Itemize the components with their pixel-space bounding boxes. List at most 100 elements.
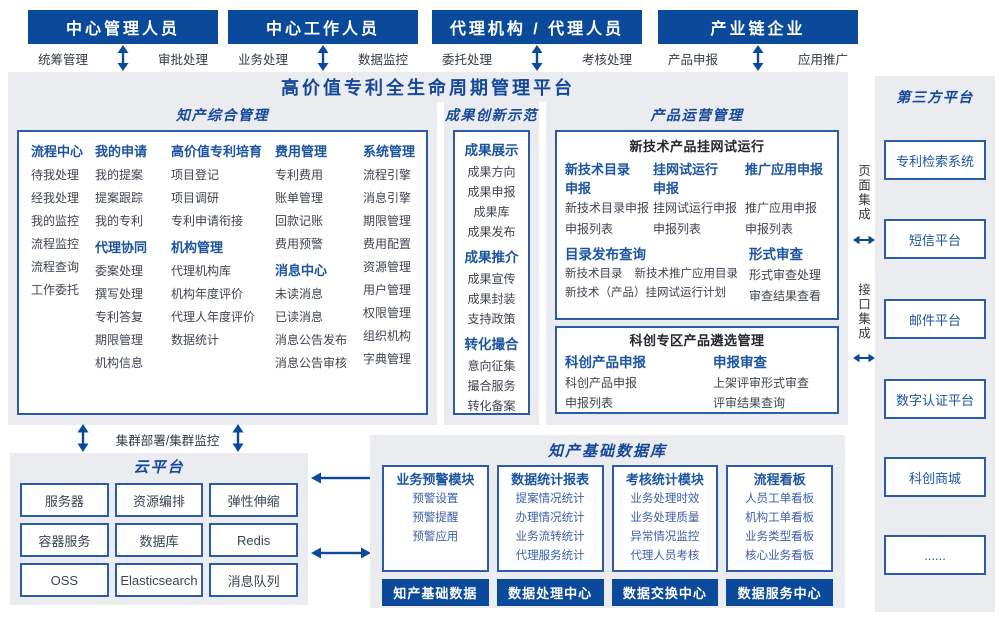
menu-entry: 成果封装 [467, 292, 516, 306]
catalog-query-group: 目录发布查询 新技术目录 新技术推广应用目录 新技术（产品）挂网试运行计划 [565, 245, 749, 307]
menu-entry: 专利申请衔接 [171, 214, 244, 228]
menu-entry: 资源管理 [363, 260, 412, 274]
third-party-box: 邮件平台 [884, 299, 986, 339]
third-party-title: 第三方平台 [896, 89, 974, 105]
menu-entry-head: 流程中心 [31, 144, 84, 159]
cluster-label: 集群部署/集群监控 [115, 434, 220, 448]
section-title: 产品运营管理 [650, 107, 744, 123]
role-header: 中心工作人员 [228, 10, 418, 44]
db-module-item: 异常情况监控 [630, 531, 700, 543]
column-head: 挂网试运行 申报 [653, 160, 745, 198]
column-items: 推广应用申报申报列表 [745, 198, 829, 240]
menu-column-my-applications: 我的申请我的提案提案跟踪我的专利代理协同委案处理撰写处理专利答复期限管理机构信息 [95, 140, 171, 413]
role-action-label: 应用推广 [797, 52, 848, 67]
double-arrow-vertical-icon [317, 45, 329, 71]
menu-entry: 项目登记 [171, 168, 220, 182]
db-module-assessment: 考核统计模块 业务处理时效业务处理质量异常情况监控代理人员考核 [611, 465, 719, 572]
menu-entry: 专利费用 [275, 168, 324, 182]
column-head: 新技术目录 申报 [565, 160, 653, 198]
menu-entry: 组织机构 [363, 329, 412, 343]
menu-entry: 成果发布 [467, 225, 516, 239]
integration-label-page: 页面集成 [856, 164, 870, 222]
double-arrow-horizontal-icon [853, 353, 875, 363]
third-party-list: 专利检索系统短信平台邮件平台数字认证平台科创商城...... [875, 107, 995, 622]
section-panel: 流程中心待我处理经我处理我的监控流程监控流程查询工作委托 我的申请我的提案提案跟… [17, 130, 428, 415]
role-action-label: 审批处理 [157, 52, 208, 67]
db-module-statistics-report: 数据统计报表 提案情况统计办理情况统计业务流转统计代理服务统计 [496, 465, 604, 572]
panel-new-tech-trial: 新技术产品挂网试运行 新技术目录 申报 新技术目录申报申报列表 挂网试运行 申报 [555, 130, 839, 320]
menu-entry: 评审结果查询 [713, 396, 786, 410]
menu-entry: 撰写处理 [95, 287, 144, 301]
db-module-item: 业务处理时效 [630, 493, 700, 505]
selection-columns: 科创产品申报 科创产品申报申报列表 申报审查 上架评审形式审查评审结果查询 [565, 353, 829, 413]
db-module-head: 流程看板 [753, 472, 806, 487]
third-party-panel: 第三方平台 专利检索系统短信平台邮件平台数字认证平台科创商城...... [875, 76, 995, 612]
db-module-item: 办理情况统计 [515, 512, 585, 524]
db-module-head: 考核统计模块 [625, 472, 704, 487]
menu-entry: 成果库 [473, 205, 510, 219]
role-action-label: 考核处理 [581, 52, 632, 67]
menu-entry: 我的提案 [95, 168, 144, 182]
role-group-center-staff: 中心工作人员 业务处理 数据监控 [228, 10, 418, 72]
double-arrow-vertical-icon [77, 424, 89, 452]
db-module-head: 业务预警模块 [396, 472, 475, 487]
column-sci-product-declare: 科创产品申报 科创产品申报申报列表 [565, 353, 713, 413]
role-header: 产业链企业 [658, 10, 858, 44]
cloud-cell: Redis [209, 523, 298, 557]
db-modules: 业务预警模块 预警设置预警提醒预警应用 数据统计报表 提案情况统计办理情况统计业… [370, 464, 845, 572]
menu-entry: 用户管理 [363, 283, 412, 297]
cloud-cell: 数据库 [114, 523, 204, 557]
menu-entry: 我的专利 [95, 214, 144, 228]
menu-entry: 费用配置 [363, 237, 412, 251]
column-items: 上架评审形式审查评审结果查询 [713, 373, 829, 413]
menu-entry-head: 费用管理 [275, 144, 328, 159]
menu-entry: 经我处理 [31, 191, 80, 205]
column-head: 推广应用申报 [745, 160, 829, 198]
db-bar: 数据服务中心 [726, 579, 833, 606]
integration-label-api: 接口集成 [856, 283, 870, 341]
menu-entry: 回款记账 [275, 214, 324, 228]
double-arrow-vertical-icon [117, 45, 129, 71]
menu-entry-head: 高价值专利培育 [171, 144, 263, 159]
db-module-item: 提案情况统计 [515, 493, 585, 505]
cloud-cell: 消息队列 [209, 563, 298, 597]
db-module-item: 预警应用 [412, 531, 459, 543]
menu-column-fee-management: 费用管理专利费用账单管理回款记账费用预警消息中心未读消息已读消息消息公告发布消息… [275, 140, 363, 413]
double-arrow-vertical-icon [752, 45, 764, 71]
db-module-warning: 业务预警模块 预警设置预警提醒预警应用 [382, 465, 489, 572]
db-bars: 知产基础数据数据处理中心数据交换中心数据服务中心 [370, 572, 845, 606]
db-module-items: 预警设置预警提醒预警应用 [384, 490, 487, 547]
menu-column-system-management: 系统管理流程引擎消息引擎期限管理费用配置资源管理用户管理权限管理组织机构字典管理 [363, 140, 424, 413]
cloud-cell: 容器服务 [20, 523, 109, 557]
menu-entry: 账单管理 [275, 191, 324, 205]
db-module-item: 业务处理质量 [630, 512, 700, 524]
column-items: 新技术目录申报申报列表 [565, 198, 653, 240]
menu-entry: 形式审查处理 [749, 268, 822, 282]
menu-entry: 已读消息 [275, 310, 324, 324]
column-promotion-application: 推广应用申报 推广应用申报申报列表 [745, 160, 829, 240]
role-action-label: 数据监控 [357, 52, 408, 67]
menu-entry: 机构年度评价 [171, 287, 244, 301]
column-head: 申报审查 [713, 355, 767, 370]
third-party-box: 短信平台 [884, 219, 986, 259]
menu-entry-head: 成果推介 [464, 250, 519, 265]
db-module-item: 预警提醒 [412, 512, 459, 524]
menu-entry: 推广应用申报 [745, 201, 818, 215]
role-action-label: 产品申报 [668, 52, 719, 67]
menu-entry-head: 代理协同 [95, 240, 148, 255]
menu-entry: 期限管理 [95, 333, 144, 347]
role-action-label: 业务处理 [238, 52, 289, 67]
menu-entry-head: 转化撮合 [464, 337, 519, 352]
section-ip-comprehensive-management: 知产综合管理 流程中心待我处理经我处理我的监控流程监控流程查询工作委托 我的申请… [8, 102, 437, 425]
cloud-platform-title: 云平台 [133, 459, 185, 476]
column-head-line: 新技术目录 [565, 162, 631, 177]
menu-entry: 消息引擎 [363, 191, 412, 205]
column-head-line: 推广应用申报 [745, 162, 824, 177]
menu-entry: 流程监控 [31, 237, 80, 251]
menu-entry: 审查结果查看 [749, 289, 822, 303]
menu-entry: 期限管理 [363, 214, 412, 228]
db-bar: 数据交换中心 [611, 579, 719, 606]
column-items: 科创产品申报申报列表 [565, 373, 713, 413]
menu-entry: 转化备案 [467, 399, 516, 413]
